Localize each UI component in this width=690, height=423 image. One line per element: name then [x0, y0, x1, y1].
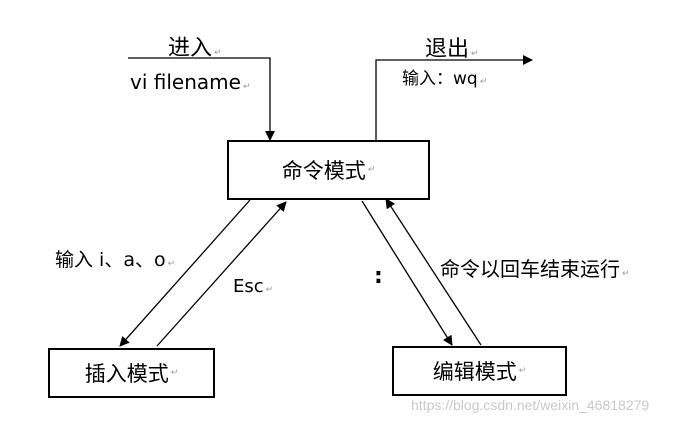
exit-label: 退出↵ — [425, 37, 479, 62]
enter-path — [128, 57, 275, 141]
edit-to-command-arrow — [385, 198, 482, 346]
command-mode-label: 命令模式 — [281, 159, 366, 183]
colon-label: : — [374, 264, 383, 289]
enter-command-label: vi filename↵ — [130, 70, 251, 94]
edit-mode-label: 编辑模式 — [432, 360, 517, 384]
exit-path — [375, 55, 533, 140]
command-to-insert-arrow — [119, 199, 251, 347]
paragraph-mark: ↵ — [518, 366, 527, 376]
command-mode-box: 命令模式↵ — [227, 140, 430, 200]
command-to-edit-arrow — [361, 200, 453, 346]
exit-command-label: 输入：wq↵ — [402, 69, 488, 89]
edit-mode-box: 编辑模式↵ — [392, 346, 567, 396]
paragraph-mark: ↵ — [367, 165, 376, 175]
enter-label: 进入↵ — [168, 36, 222, 61]
esc-label: Esc↵ — [233, 276, 274, 297]
insert-mode-box: 插入模式↵ — [48, 348, 215, 398]
to-insert-label: 输入 i、a、o↵ — [55, 249, 176, 271]
insert-mode-label: 插入模式 — [84, 362, 169, 386]
watermark: https://blog.csdn.net/weixin_46818279 — [411, 397, 650, 413]
paragraph-mark: ↵ — [170, 368, 179, 378]
insert-to-command-arrow — [156, 201, 287, 347]
run-command-label: 命令以回车结束运行↵ — [440, 257, 630, 281]
